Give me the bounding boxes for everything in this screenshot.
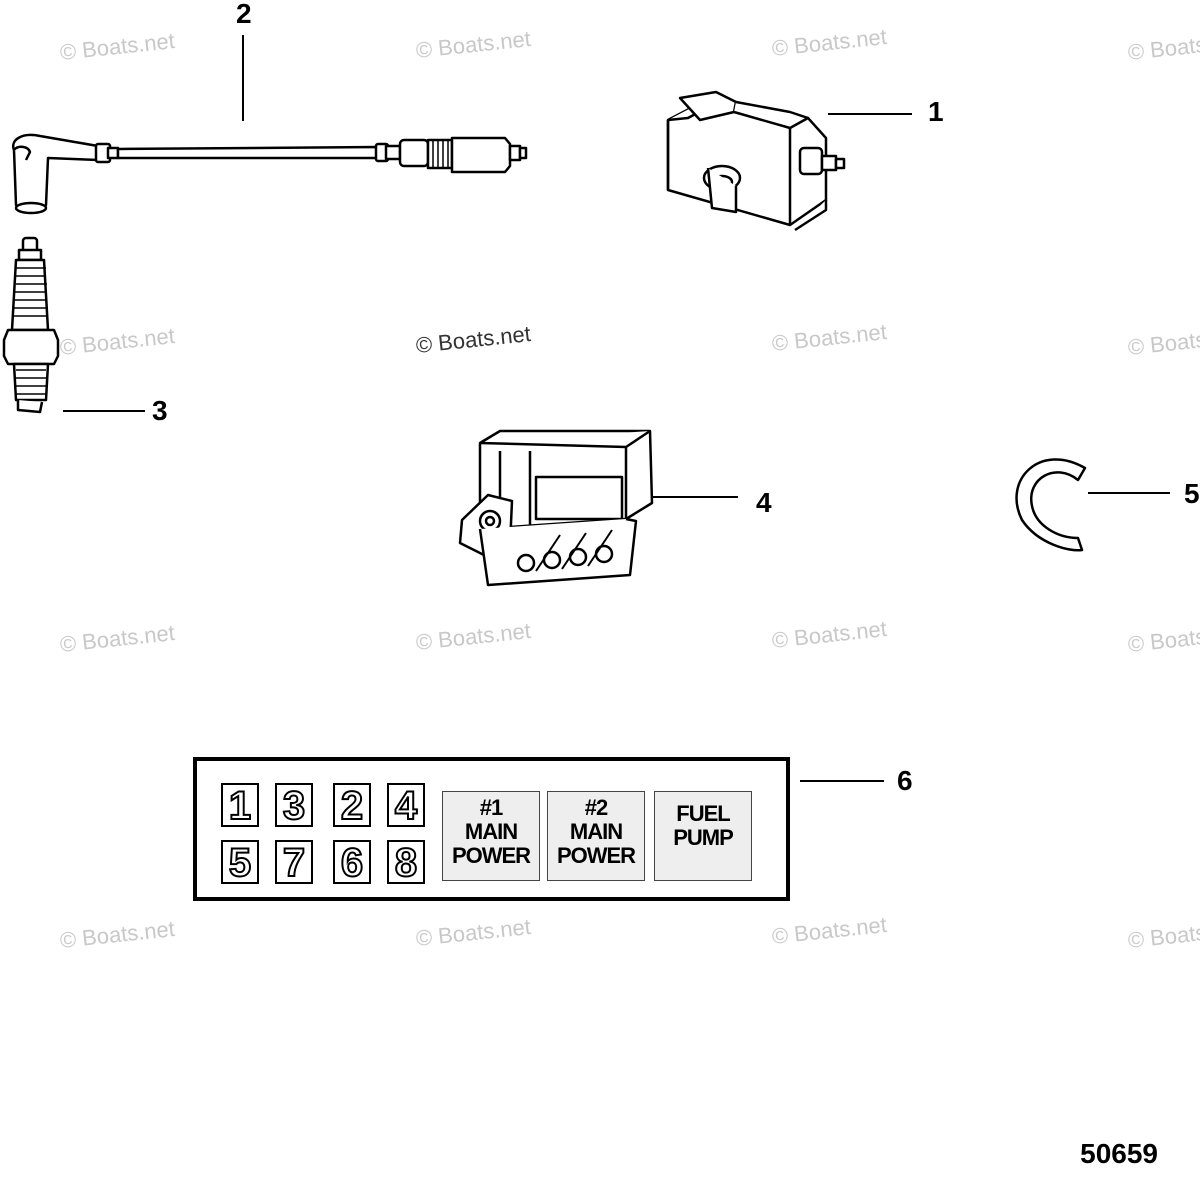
spark-plug-lead — [12, 133, 528, 215]
callout-5: 5 — [1184, 478, 1200, 509]
watermark: © Boats.net — [1126, 916, 1200, 953]
watermark: © Boats.net — [1126, 28, 1200, 65]
cylinder-digit: 1 — [221, 783, 259, 828]
callout-6: 6 — [897, 765, 913, 796]
label-line: #2 — [584, 795, 608, 820]
fuel-pump-label: FUEL PUMP — [654, 791, 752, 881]
ignition-coil — [666, 90, 846, 232]
watermark: © Boats.net — [414, 321, 532, 358]
spark-plug — [2, 236, 60, 414]
cylinder-digit: 6 — [333, 840, 371, 885]
cylinder-digit: 5 — [221, 840, 259, 885]
label-line: MAIN — [569, 819, 623, 844]
label-line: MAIN — [464, 819, 518, 844]
cylinder-digit: 3 — [275, 783, 313, 828]
label-line: POWER — [556, 843, 636, 868]
watermark: © Boats.net — [1126, 323, 1200, 360]
decal-label-panel: 1 3 2 4 5 7 6 8 #1 MAIN POWER #2 MAIN PO… — [193, 757, 790, 901]
cylinder-digit: 4 — [387, 783, 425, 828]
label-line: POWER — [451, 843, 531, 868]
main-power-2-label: #2 MAIN POWER — [547, 791, 645, 881]
watermark: © Boats.net — [770, 24, 888, 61]
callout-3: 3 — [152, 395, 168, 426]
callout-2: 2 — [236, 0, 252, 29]
leader-line-5 — [1088, 492, 1170, 494]
cylinder-digit: 8 — [387, 840, 425, 885]
watermark: © Boats.net — [58, 620, 176, 657]
leader-line-4 — [652, 496, 738, 498]
watermark: © Boats.net — [770, 616, 888, 653]
watermark: © Boats.net — [58, 323, 176, 360]
leader-line-1 — [828, 113, 912, 115]
callout-1: 1 — [928, 96, 944, 127]
leader-line-3 — [63, 410, 145, 412]
watermark: © Boats.net — [58, 916, 176, 953]
label-line: PUMP — [673, 825, 734, 850]
watermark: © Boats.net — [770, 319, 888, 356]
watermark: © Boats.net — [770, 912, 888, 949]
label-line: #1 — [479, 795, 503, 820]
label-line: FUEL — [676, 801, 730, 826]
watermark: © Boats.net — [414, 618, 532, 655]
main-power-1-label: #1 MAIN POWER — [442, 791, 540, 881]
hose — [1015, 458, 1087, 552]
cylinder-digit: 7 — [275, 840, 313, 885]
cylinder-digit: 2 — [333, 783, 371, 828]
leader-line-6 — [800, 780, 884, 782]
leader-line-2 — [242, 35, 244, 121]
diagram-number: 50659 — [1080, 1138, 1158, 1169]
watermark: © Boats.net — [1126, 620, 1200, 657]
switch-box — [458, 429, 654, 587]
callout-4: 4 — [756, 487, 772, 518]
watermark: © Boats.net — [414, 914, 532, 951]
